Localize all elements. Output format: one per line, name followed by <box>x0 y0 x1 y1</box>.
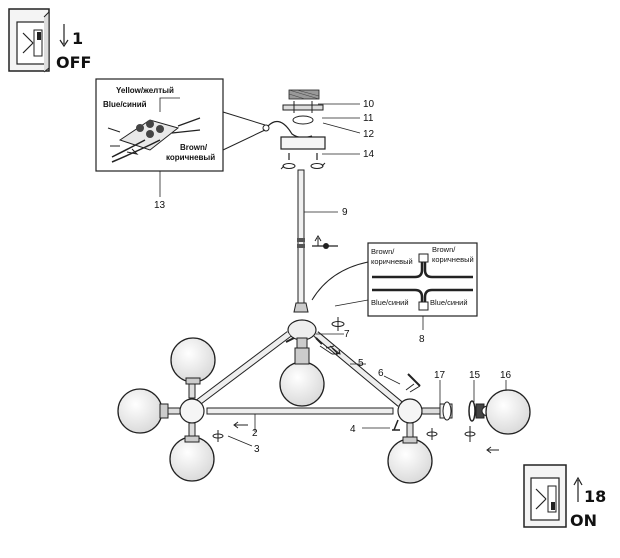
callout-3: 3 <box>254 444 260 455</box>
arrow-up-icon <box>573 476 583 502</box>
off-label: OFF <box>56 53 91 72</box>
terminal-block-detail: Yellow/желтый Blue/синий Brown/ коричнев… <box>95 78 266 172</box>
callout-5: 5 <box>358 358 364 369</box>
brown-wire-label-2: коричневый <box>166 153 215 162</box>
switch-off-icon <box>8 8 50 73</box>
callout-12: 12 <box>363 129 375 140</box>
chandelier-frame <box>167 319 441 438</box>
wire-connection-detail: Brown/ коричневый Brown/ коричневый Blue… <box>311 242 478 317</box>
globe-center <box>279 347 325 407</box>
callout-16: 16 <box>500 370 512 381</box>
suspension-rod <box>293 169 338 313</box>
wire-brown-left-1: Brown/ <box>371 247 395 256</box>
wire-brown-right-2: коричневый <box>432 255 474 264</box>
callout-14: 14 <box>363 149 375 160</box>
switch-on-icon <box>523 464 567 528</box>
yellow-wire-label: Yellow/желтый <box>116 86 174 95</box>
step-18-label: 18 <box>584 487 606 506</box>
callout-8: 8 <box>419 334 425 345</box>
globe-left <box>117 388 169 434</box>
arrow-down-icon <box>59 24 69 48</box>
wire-blue-left: Blue/синий <box>371 298 409 307</box>
callout-6: 6 <box>378 368 384 379</box>
wire-blue-right: Blue/синий <box>430 298 468 307</box>
on-label: ON <box>570 511 597 530</box>
globe-bottom-left <box>169 435 215 482</box>
wire-brown-right-1: Brown/ <box>432 245 456 254</box>
callout-10: 10 <box>363 99 375 110</box>
callout-13: 13 <box>154 200 166 211</box>
globe-top-left <box>170 337 216 385</box>
step-1-label: 1 <box>72 29 83 48</box>
blue-wire-label: Blue/синий <box>103 100 147 109</box>
callout-7: 7 <box>344 329 350 340</box>
callout-17: 17 <box>434 370 446 381</box>
callout-11: 11 <box>363 113 374 124</box>
callout-9: 9 <box>342 207 348 218</box>
callout-4: 4 <box>350 424 356 435</box>
callout-2: 2 <box>252 428 258 439</box>
callout-15: 15 <box>469 370 481 381</box>
globe-install-detail <box>212 317 531 454</box>
brown-wire-label-1: Brown/ <box>180 143 208 152</box>
ceiling-mount <box>262 89 326 170</box>
globe-bottom-right <box>387 436 433 484</box>
wire-brown-left-2: коричневый <box>371 257 413 266</box>
